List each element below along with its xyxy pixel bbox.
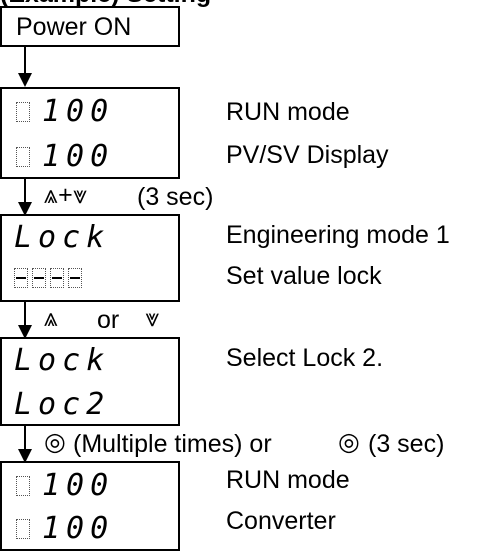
page-title: (Example) Setting bbox=[0, 0, 211, 9]
display-panel-lock-1: Lock bbox=[0, 214, 180, 302]
power-on-box: Power ON bbox=[0, 6, 180, 47]
display-top-value: 100 bbox=[42, 94, 115, 129]
flow-arrow-line-4 bbox=[24, 426, 26, 450]
dash-segment-icon bbox=[32, 268, 46, 288]
display-bottom-value: 100 bbox=[42, 511, 115, 546]
step-4-desc-2: Converter bbox=[226, 507, 336, 535]
display-bottom-value: 100 bbox=[42, 139, 115, 174]
step-2-desc-1: Engineering mode 1 bbox=[226, 221, 450, 249]
display-top-value: 100 bbox=[42, 468, 115, 503]
indicator-square-icon bbox=[16, 519, 30, 539]
display-top-value: Lock bbox=[14, 343, 111, 378]
up-arrow-key-icon: ⩓ bbox=[44, 304, 59, 332]
down-arrow-key-icon: ⩔ bbox=[145, 304, 160, 332]
display-panel-run-1: 100 100 bbox=[0, 87, 180, 179]
flow-arrow-head-3 bbox=[18, 325, 32, 339]
step-2-desc-2: Set value lock bbox=[226, 262, 382, 290]
display-top-value: Lock bbox=[14, 220, 111, 255]
indicator-square-icon bbox=[16, 102, 30, 122]
step-1-desc-2: PV/SV Display bbox=[226, 141, 389, 169]
dash-segment-icon bbox=[14, 268, 28, 288]
step-3-desc-1: Select Lock 2. bbox=[226, 344, 384, 372]
flow-arrow-line-3 bbox=[24, 302, 26, 326]
transition-1-text: (3 sec) bbox=[137, 183, 214, 211]
transition-3-text: (Multiple times) or bbox=[73, 430, 272, 458]
enter-key-icon: ◎ bbox=[44, 428, 66, 456]
dash-segment-icon bbox=[68, 268, 82, 288]
step-1-desc-1: RUN mode bbox=[226, 98, 350, 126]
indicator-square-icon bbox=[16, 476, 30, 496]
display-panel-run-2: 100 100 bbox=[0, 461, 180, 551]
flow-arrow-line-1 bbox=[24, 47, 26, 75]
enter-key-icon-2: ◎ bbox=[338, 428, 360, 456]
display-bottom-value: Loc2 bbox=[14, 387, 111, 422]
transition-2-or: or bbox=[97, 306, 120, 334]
transition-3-text-2: (3 sec) bbox=[368, 430, 445, 458]
display-panel-lock-2: Lock Loc2 bbox=[0, 337, 180, 426]
flow-arrow-line-2 bbox=[24, 179, 26, 203]
flow-arrow-head-2 bbox=[18, 202, 32, 216]
flow-arrow-head-4 bbox=[18, 449, 32, 463]
dash-segment-icon bbox=[50, 268, 64, 288]
indicator-square-icon bbox=[16, 147, 30, 167]
flow-arrow-head-1 bbox=[18, 73, 32, 87]
step-4-desc-1: RUN mode bbox=[226, 466, 350, 494]
power-on-label: Power ON bbox=[16, 13, 132, 41]
transition-1-keys: ⩓+⩔ bbox=[44, 181, 87, 209]
